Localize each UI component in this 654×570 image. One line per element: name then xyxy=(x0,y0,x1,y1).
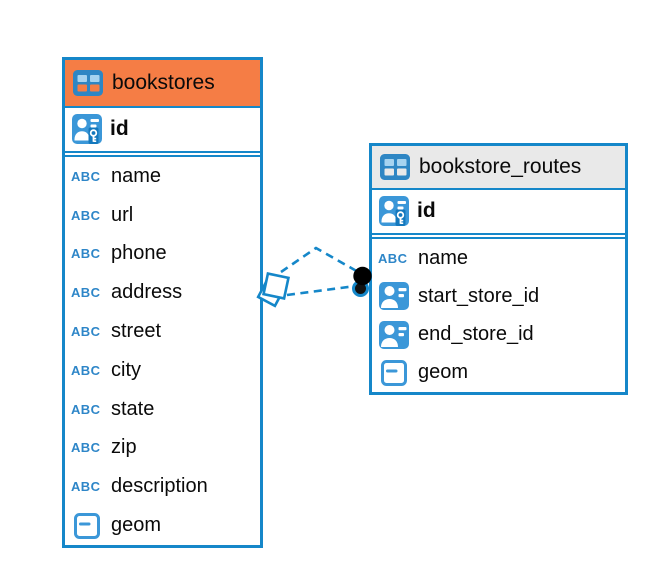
column-name: zip xyxy=(111,436,137,459)
table-header-bookstores[interactable]: bookstores xyxy=(65,60,260,108)
geometry-type-icon xyxy=(71,512,102,539)
column-row-start-store-id[interactable]: start_store_id xyxy=(372,277,625,316)
text-type-icon: ABC xyxy=(71,440,101,456)
text-type-icon: ABC xyxy=(71,401,101,417)
primary-key-row[interactable]: id xyxy=(65,107,260,153)
column-row-state[interactable]: ABC state xyxy=(65,389,260,429)
relationship-line-upper xyxy=(280,246,361,275)
text-type-icon: ABC xyxy=(71,246,101,262)
column-row-name[interactable]: ABC name xyxy=(372,239,625,278)
column-name: end_store_id xyxy=(418,323,534,346)
text-type-icon: ABC xyxy=(71,324,101,340)
table-icon xyxy=(72,69,103,96)
table-bookstore-routes[interactable]: bookstore_routes id xyxy=(369,143,628,395)
relationship-line-lower xyxy=(286,285,353,297)
column-name: phone xyxy=(111,242,167,265)
primary-key-name: id xyxy=(110,117,129,141)
reference-column-icon xyxy=(378,320,409,349)
text-type-icon: ABC xyxy=(71,168,101,184)
table-title: bookstore_routes xyxy=(419,154,582,178)
table-title: bookstores xyxy=(112,70,215,94)
column-list: ABC name ABC url ABC phone ABC address A… xyxy=(65,155,260,545)
text-type-icon: ABC xyxy=(71,362,101,378)
column-name: city xyxy=(111,358,141,381)
column-name: street xyxy=(111,320,162,343)
column-row-phone[interactable]: ABC phone xyxy=(65,234,260,274)
primary-key-name: id xyxy=(417,199,436,223)
text-type-icon: ABC xyxy=(71,207,101,223)
column-row-city[interactable]: ABC city xyxy=(65,350,260,390)
text-type-icon: ABC xyxy=(71,285,101,301)
table-icon xyxy=(379,153,410,180)
table-header-bookstore-routes[interactable]: bookstore_routes xyxy=(372,146,625,190)
primary-key-row[interactable]: id xyxy=(372,189,625,235)
geometry-type-icon xyxy=(378,359,409,386)
column-row-address[interactable]: ABC address xyxy=(65,273,260,313)
column-row-name[interactable]: ABC name xyxy=(65,157,260,196)
column-name: address xyxy=(111,281,183,304)
primary-key-icon xyxy=(71,114,102,145)
reference-column-icon xyxy=(378,282,409,311)
column-name: name xyxy=(418,246,469,269)
foreign-key-relationship[interactable] xyxy=(256,246,372,308)
column-list: ABC name start_store_id xyxy=(372,237,625,392)
column-row-geom[interactable]: geom xyxy=(65,506,260,545)
column-name: description xyxy=(111,475,208,498)
column-name: state xyxy=(111,397,155,420)
column-row-street[interactable]: ABC street xyxy=(65,312,260,351)
column-row-geom[interactable]: geom xyxy=(372,353,625,392)
column-name: geom xyxy=(111,514,162,537)
column-name: start_store_id xyxy=(418,284,540,307)
table-bookstores[interactable]: bookstores id A xyxy=(62,57,263,548)
text-type-icon: ABC xyxy=(378,250,408,266)
column-row-end-store-id[interactable]: end_store_id xyxy=(372,315,625,354)
column-row-url[interactable]: ABC url xyxy=(65,195,260,235)
primary-key-icon xyxy=(378,196,409,227)
column-name: name xyxy=(111,164,162,187)
text-type-icon: ABC xyxy=(71,479,101,495)
column-name: geom xyxy=(418,361,469,384)
column-row-zip[interactable]: ABC zip xyxy=(65,428,260,468)
column-row-description[interactable]: ABC description xyxy=(65,467,260,507)
column-name: url xyxy=(111,203,134,226)
